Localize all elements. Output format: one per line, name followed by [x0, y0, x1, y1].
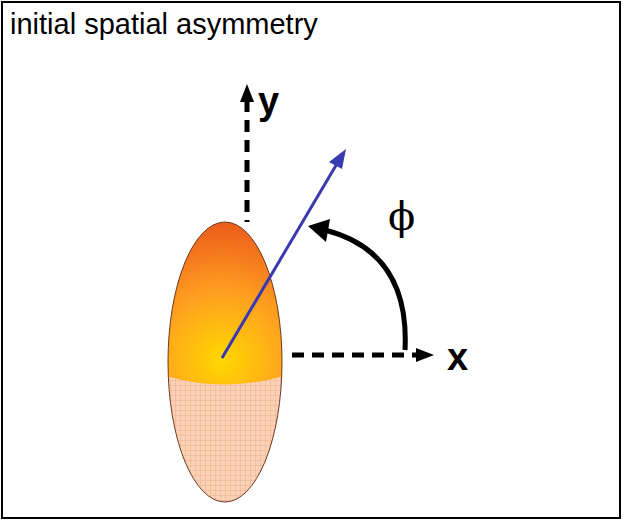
x-axis [292, 353, 418, 358]
ellipse-outline [168, 222, 282, 502]
angle-arrowhead [308, 219, 330, 242]
y-arrowhead [240, 84, 254, 102]
x-arrowhead [416, 348, 434, 362]
momentum-arrow [222, 162, 338, 358]
angle-arc [325, 230, 405, 350]
nucleus-overlap [160, 215, 290, 515]
angle-label: ϕ [388, 196, 415, 236]
axis-label: x [447, 338, 468, 376]
diagram-title: initial spatial asymmetry [10, 10, 318, 39]
momentum-arrowhead [329, 149, 346, 169]
y-axis [245, 100, 250, 222]
axis-label: y [258, 82, 279, 120]
